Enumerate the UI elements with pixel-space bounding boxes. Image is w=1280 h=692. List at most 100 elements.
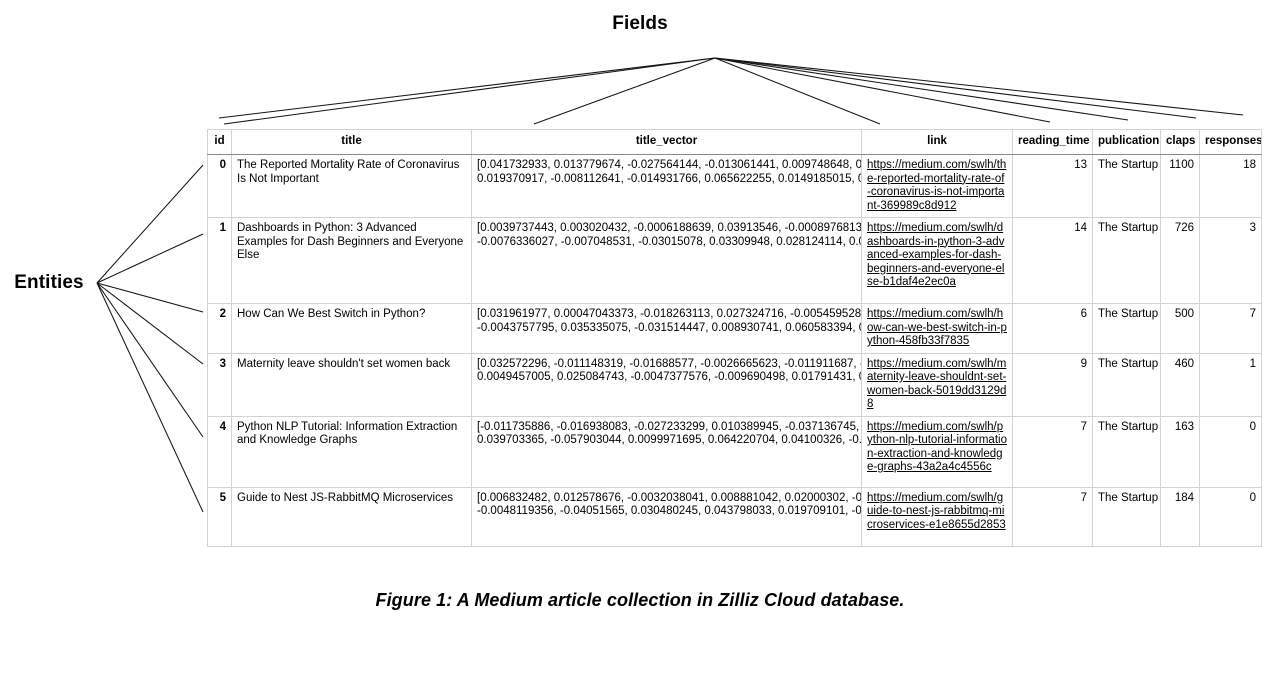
collection-table: id title title_vector link reading_time … (207, 129, 1262, 547)
entities-connector-row-3 (96, 282, 204, 365)
entities-connector-group (96, 164, 204, 513)
vector-line: [0.006832482, 0.012578676, -0.0032038041… (477, 491, 862, 504)
cell-id: 5 (207, 486, 232, 547)
article-link[interactable]: https://medium.com/swlh/guide-to-nest-js… (867, 491, 1006, 531)
cell-title-vector: [0.031961977, 0.00047043373, -0.01826311… (471, 303, 862, 354)
cell-title: How Can We Best Switch in Python? (231, 303, 472, 354)
cell-id: 2 (207, 303, 232, 354)
column-header-title[interactable]: title (231, 129, 472, 155)
cell-link[interactable]: https://medium.com/swlh/python-nlp-tutor… (861, 415, 1013, 488)
cell-link[interactable]: https://medium.com/swlh/guide-to-nest-js… (861, 486, 1013, 547)
cell-reading-time: 13 (1012, 154, 1093, 218)
table-row: 4 Python NLP Tutorial: Information Extra… (207, 415, 1262, 488)
cell-title: Guide to Nest JS-RabbitMQ Microservices (231, 486, 472, 547)
cell-reading-time: 7 (1012, 486, 1093, 547)
article-link[interactable]: https://medium.com/swlh/python-nlp-tutor… (867, 420, 1007, 474)
cell-link[interactable]: https://medium.com/swlh/how-can-we-best-… (861, 303, 1013, 354)
cell-claps: 460 (1160, 352, 1200, 417)
cell-reading-time: 14 (1012, 217, 1093, 304)
entities-connector-row-0 (96, 164, 204, 284)
cell-title: The Reported Mortality Rate of Coronavir… (231, 154, 472, 218)
fields-connector-responses (714, 57, 1244, 116)
column-header-claps[interactable]: claps (1160, 129, 1200, 155)
cell-publication: The Startup (1092, 486, 1161, 547)
fields-connector-reading-time (714, 57, 1051, 123)
entities-annotation-label: Entities (14, 272, 84, 293)
fields-connector-claps (714, 57, 1197, 119)
vector-line: -0.0048119356, -0.04051565, 0.030480245,… (477, 505, 862, 517)
column-header-responses[interactable]: responses (1199, 129, 1262, 155)
vector-line: [0.041732933, 0.013779674, -0.027564144,… (477, 159, 862, 171)
article-link[interactable]: https://medium.com/swlh/the-reported-mor… (867, 159, 1007, 212)
cell-publication: The Startup (1092, 303, 1161, 354)
vector-line: [0.032572296, -0.011148319, -0.01688577,… (477, 357, 862, 370)
entities-connector-row-4 (96, 282, 204, 438)
cell-id: 0 (207, 154, 232, 218)
fields-connector-title (223, 57, 716, 125)
cell-link[interactable]: https://medium.com/swlh/dashboards-in-py… (861, 217, 1013, 304)
entities-connector-row-5 (96, 282, 204, 513)
cell-responses: 0 (1199, 486, 1262, 547)
cell-title-vector: [0.041732933, 0.013779674, -0.027564144,… (471, 154, 862, 218)
cell-responses: 7 (1199, 303, 1262, 354)
cell-publication: The Startup (1092, 154, 1161, 218)
vector-line: 0.0049457005, 0.025084743, -0.0047377576… (477, 371, 862, 383)
fields-connector-id (218, 57, 716, 119)
table-row: 0 The Reported Mortality Rate of Coronav… (207, 154, 1262, 218)
collection-table-container: id title title_vector link reading_time … (207, 129, 1262, 547)
entities-connector-row-2 (96, 282, 204, 313)
cell-link[interactable]: https://medium.com/swlh/maternity-leave-… (861, 352, 1013, 417)
cell-reading-time: 9 (1012, 352, 1093, 417)
cell-title-vector: [0.006832482, 0.012578676, -0.0032038041… (471, 486, 862, 547)
table-row: 5 Guide to Nest JS-RabbitMQ Microservice… (207, 486, 1262, 547)
vector-line: [-0.011735886, -0.016938083, -0.02723329… (477, 420, 862, 433)
vector-line: -0.0076336027, -0.007048531, -0.03015078… (477, 235, 862, 248)
cell-title: Dashboards in Python: 3 Advanced Example… (231, 217, 472, 304)
cell-title-vector: [0.032572296, -0.011148319, -0.01688577,… (471, 352, 862, 417)
cell-title-vector: [-0.011735886, -0.016938083, -0.02723329… (471, 415, 862, 488)
column-header-title-vector[interactable]: title_vector (471, 129, 862, 155)
column-header-link[interactable]: link (861, 129, 1013, 155)
vector-line: [0.0039737443, 0.003020432, -0.000618863… (477, 222, 862, 234)
fields-connector-title-vector (533, 57, 716, 125)
cell-responses: 3 (1199, 217, 1262, 304)
fields-connector-group (218, 57, 1244, 125)
article-link[interactable]: https://medium.com/swlh/how-can-we-best-… (867, 308, 1007, 347)
vector-line: [0.031961977, 0.00047043373, -0.01826311… (477, 308, 862, 320)
cell-link[interactable]: https://medium.com/swlh/the-reported-mor… (861, 154, 1013, 218)
fields-connector-publication (714, 57, 1129, 121)
cell-title: Maternity leave shouldn't set women back (231, 352, 472, 417)
cell-title-vector: [0.0039737443, 0.003020432, -0.000618863… (471, 217, 862, 304)
cell-reading-time: 7 (1012, 415, 1093, 488)
table-row: 1 Dashboards in Python: 3 Advanced Examp… (207, 217, 1262, 304)
table-header-row: id title title_vector link reading_time … (207, 129, 1262, 155)
figure-caption: Figure 1: A Medium article collection in… (375, 590, 905, 610)
column-header-publication[interactable]: publication (1092, 129, 1161, 155)
cell-claps: 726 (1160, 217, 1200, 304)
cell-publication: The Startup (1092, 217, 1161, 304)
article-link[interactable]: https://medium.com/swlh/dashboards-in-py… (867, 222, 1005, 288)
cell-id: 3 (207, 352, 232, 417)
table-row: 2 How Can We Best Switch in Python? [0.0… (207, 303, 1262, 354)
cell-claps: 184 (1160, 486, 1200, 547)
vector-line: 0.019370917, -0.008112641, -0.014931766,… (477, 172, 862, 185)
cell-publication: The Startup (1092, 415, 1161, 488)
cell-title: Python NLP Tutorial: Information Extract… (231, 415, 472, 488)
column-header-reading-time[interactable]: reading_time (1012, 129, 1093, 155)
cell-responses: 18 (1199, 154, 1262, 218)
fields-annotation-label: Fields (612, 13, 668, 34)
cell-claps: 163 (1160, 415, 1200, 488)
article-link[interactable]: https://medium.com/swlh/maternity-leave-… (867, 357, 1007, 411)
vector-line: 0.039703365, -0.057903044, 0.0099971695,… (477, 434, 862, 446)
cell-responses: 0 (1199, 415, 1262, 488)
cell-claps: 1100 (1160, 154, 1200, 218)
table-row: 3 Maternity leave shouldn't set women ba… (207, 352, 1262, 417)
cell-id: 1 (207, 217, 232, 304)
entities-connector-row-1 (96, 233, 204, 284)
cell-id: 4 (207, 415, 232, 488)
vector-line: -0.0043757795, 0.035335075, -0.031514447… (477, 321, 862, 334)
cell-publication: The Startup (1092, 352, 1161, 417)
table-body: 0 The Reported Mortality Rate of Coronav… (207, 154, 1262, 547)
column-header-id[interactable]: id (207, 129, 232, 155)
